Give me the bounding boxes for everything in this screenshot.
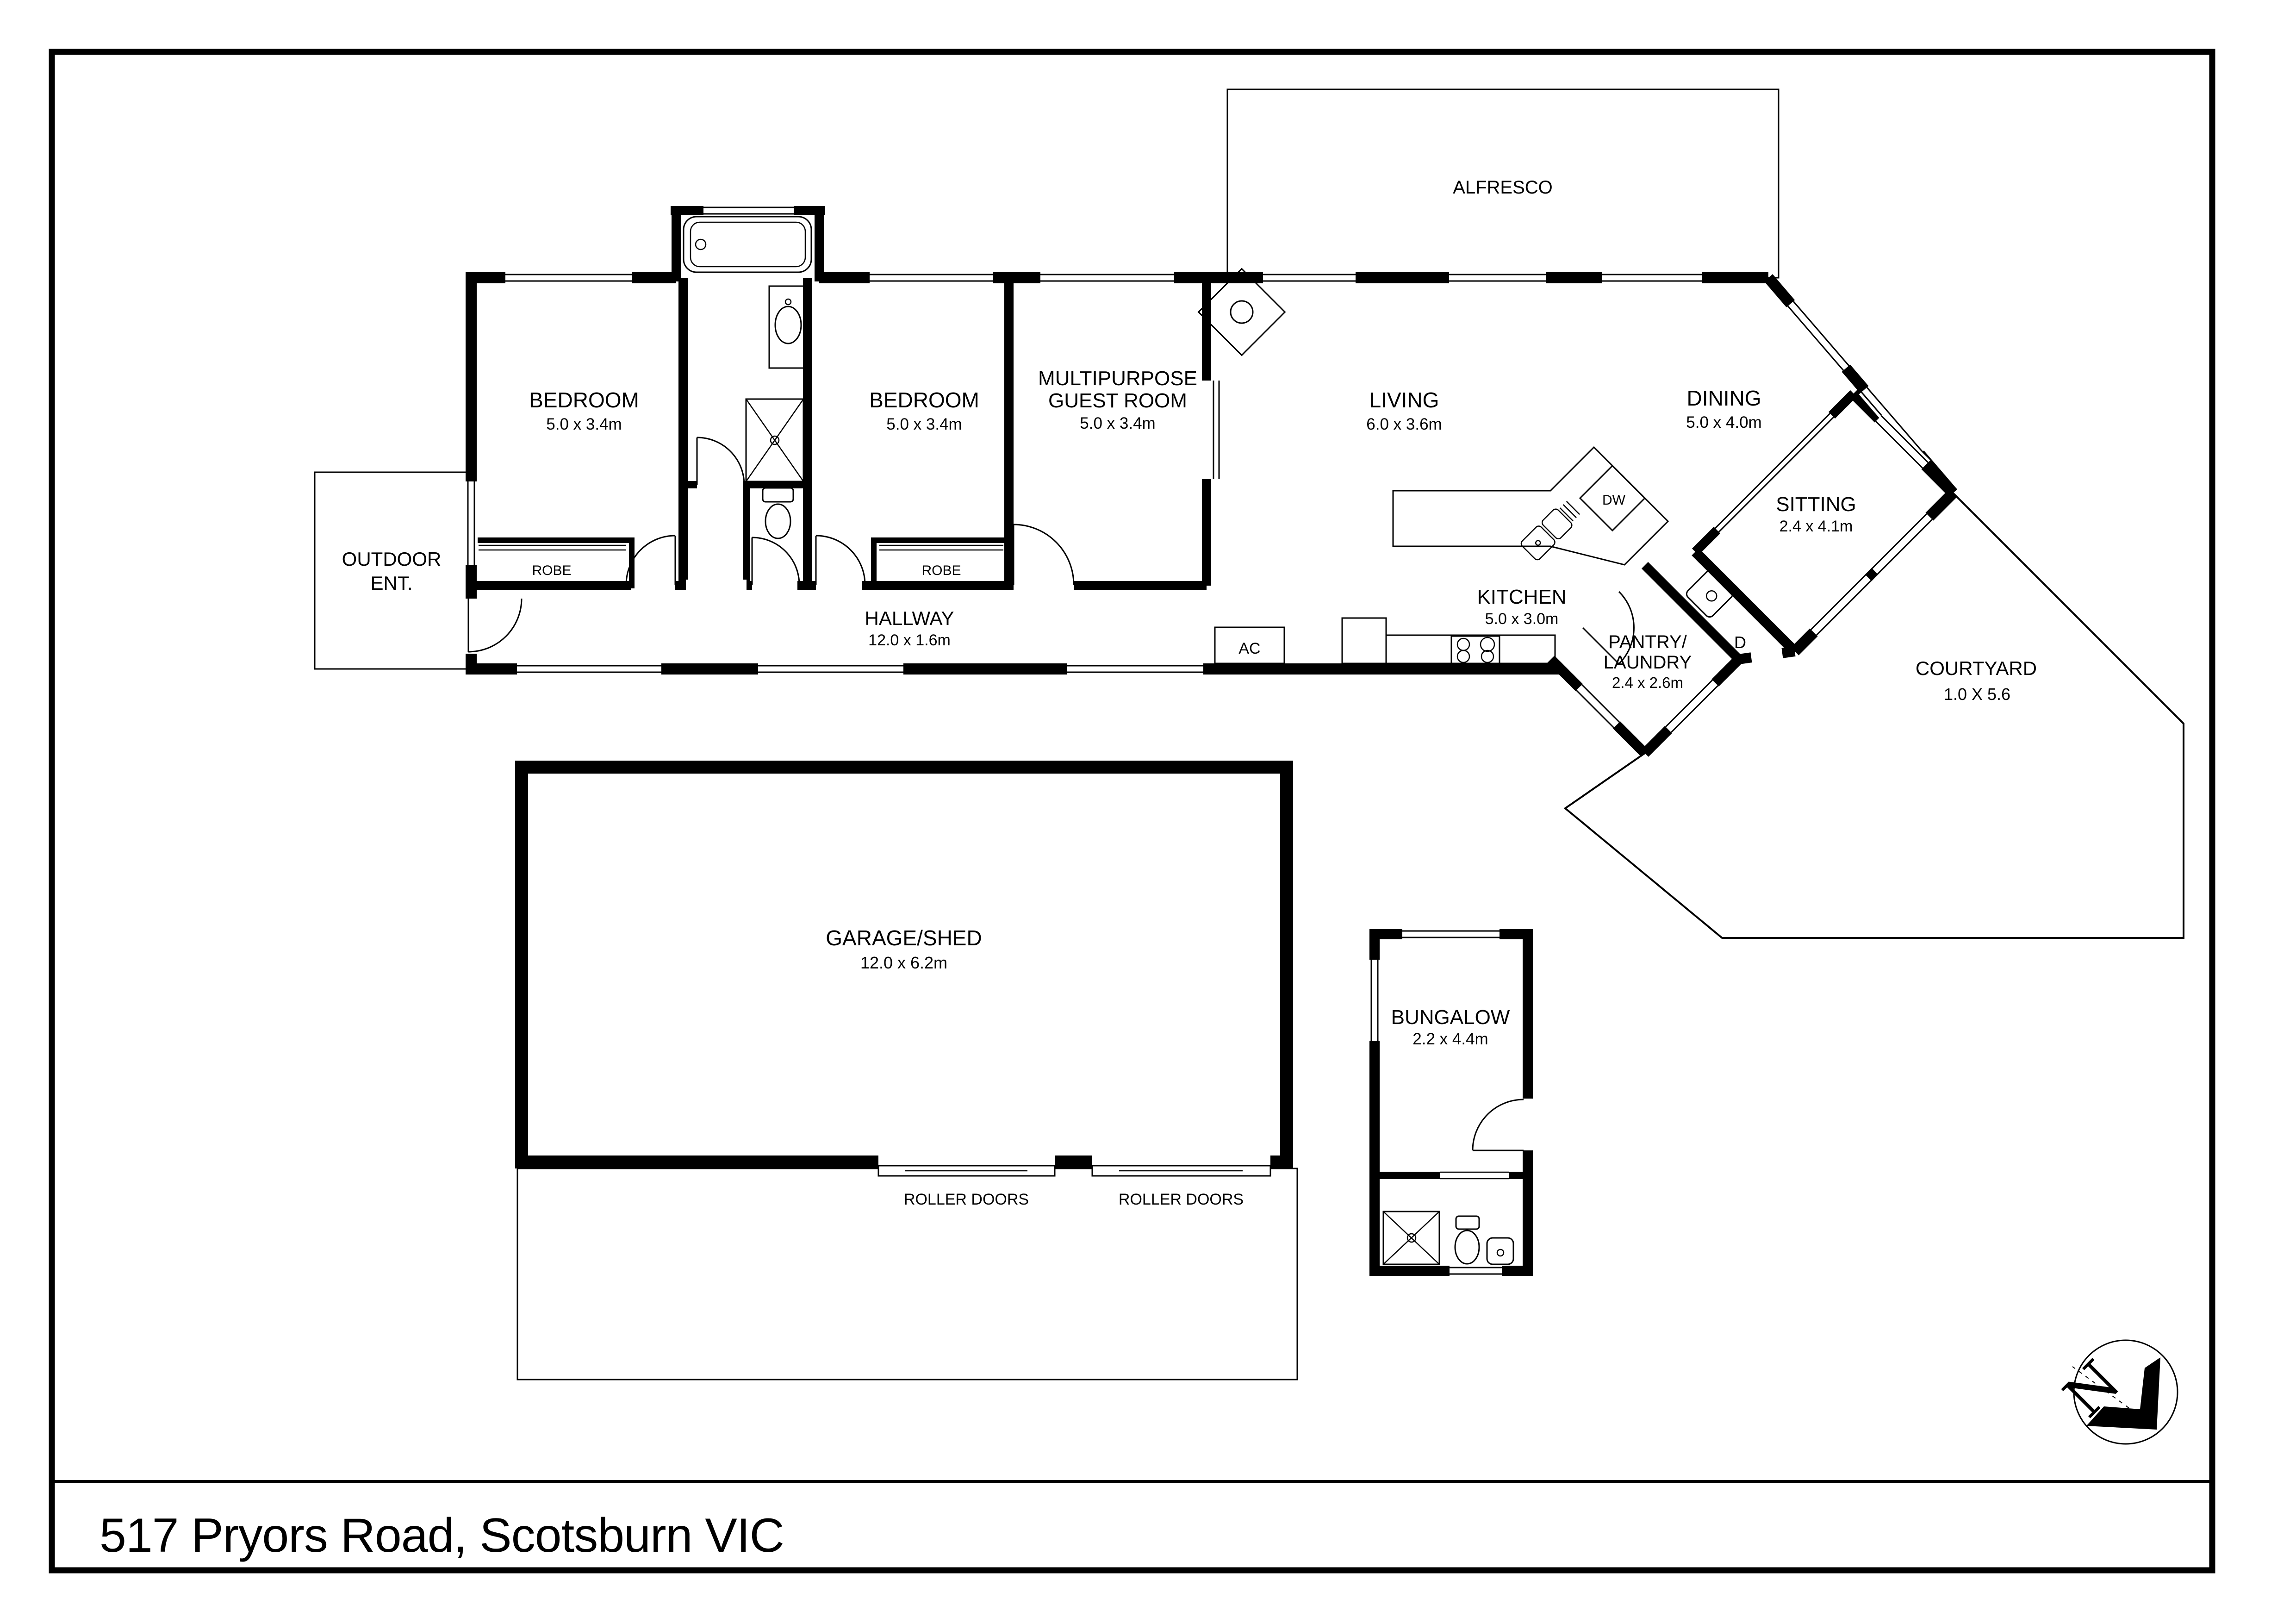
- kitchen-label: KITCHEN: [1477, 586, 1566, 608]
- kitchen-dims: 5.0 x 3.0m: [1485, 610, 1559, 628]
- dishwasher: [1579, 464, 1646, 532]
- bungalow-window-bottom: [1450, 1264, 1502, 1277]
- hallway-dims: 12.0 x 1.6m: [868, 631, 951, 649]
- bungalow-toilet: [1454, 1215, 1480, 1265]
- bungalow-shower: [1382, 1211, 1440, 1265]
- roller-doors-label-1: ROLLER DOORS: [904, 1191, 1029, 1208]
- pantry-label-line1: PANTRY/: [1608, 632, 1687, 652]
- fixtures: AC: [683, 216, 1734, 664]
- fireplace: [1197, 268, 1286, 356]
- doors: [467, 437, 1635, 665]
- outdoor-ent-outline: [314, 471, 469, 670]
- page-frame: 517 Pryors Road, Scotsburn VIC: [49, 49, 2215, 1574]
- sitting-label: SITTING: [1776, 493, 1856, 516]
- pantry-label-line2: LAUNDRY: [1604, 652, 1692, 673]
- roller-doors-label-2: ROLLER DOORS: [1119, 1191, 1244, 1208]
- dining-dims: 5.0 x 4.0m: [1686, 413, 1761, 431]
- alfresco-area: ALFRESCO: [1226, 88, 1780, 279]
- shower: [745, 398, 804, 482]
- compass-circle: [2073, 1339, 2178, 1445]
- outdoor-ent-area: OUTDOOR ENT.: [314, 471, 469, 670]
- roller-door-2: [1091, 1165, 1271, 1177]
- robe-2-label: ROBE: [921, 563, 961, 578]
- robe-2: ROBE: [871, 537, 1012, 588]
- house-interior-walls: [471, 278, 1220, 592]
- courtyard-dims: 1.0 X 5.6: [1944, 685, 2010, 704]
- vanity-basin: [768, 285, 810, 369]
- page-border: [49, 49, 2215, 1574]
- page-title: 517 Pryors Road, Scotsburn VIC: [100, 1509, 784, 1562]
- bathtub: [683, 216, 812, 273]
- fridge-space: [1341, 617, 1387, 664]
- north-compass: N: [2051, 1339, 2178, 1445]
- bedroom2-door: [815, 535, 866, 585]
- diagonal-windows: [1574, 299, 1935, 734]
- cooktop: [1450, 635, 1500, 664]
- multipurpose-dims: 5.0 x 3.4m: [1080, 414, 1155, 432]
- hallway-label: HALLWAY: [865, 607, 954, 629]
- laundry-door-label: D: [1734, 633, 1746, 652]
- bungalow: BUNGALOW 2.2 x 4.4m: [1368, 928, 1534, 1277]
- bedroom1-label: BEDROOM: [529, 388, 639, 412]
- bungalow-dims: 2.2 x 4.4m: [1412, 1030, 1488, 1048]
- multipurpose-label-line2: GUEST ROOM: [1048, 389, 1187, 412]
- bedroom2-dims: 5.0 x 3.4m: [886, 415, 962, 433]
- north-arrow-icon: [2086, 1357, 2160, 1430]
- entry-door: [467, 598, 523, 653]
- multipurpose-door: [1013, 524, 1075, 585]
- multipurpose-label-line1: MULTIPURPOSE: [1038, 367, 1197, 390]
- robe-1: ROBE: [469, 537, 635, 588]
- alfresco-label: ALFRESCO: [1453, 177, 1553, 198]
- dining-label: DINING: [1687, 386, 1761, 410]
- ac-unit: AC: [1214, 626, 1285, 664]
- sitting-dims: 2.4 x 4.1m: [1780, 518, 1853, 535]
- outdoor-ent-label-line1: OUTDOOR: [342, 548, 442, 570]
- bungalow-sink: [1486, 1237, 1514, 1265]
- laundry-trough: [1686, 570, 1734, 618]
- sitting-glazed-wall: [1692, 390, 1857, 556]
- garage-shed: GARAGE/SHED 12.0 x 6.2m ROLLER DOORS ROL…: [515, 761, 1298, 1380]
- room-labels: BEDROOM 5.0 x 3.4m BEDROOM 5.0 x 3.4m MU…: [529, 367, 1856, 691]
- kitchen-island: [1392, 446, 1669, 566]
- bungalow-window-top: [1402, 928, 1500, 941]
- courtyard-outline: [1563, 492, 2184, 939]
- windows: [465, 204, 1702, 675]
- kitchen-bench: [1341, 617, 1556, 664]
- bungalow-label: BUNGALOW: [1391, 1006, 1510, 1029]
- garage-label: GARAGE/SHED: [826, 926, 982, 950]
- courtyard-label: COURTYARD: [1916, 657, 2037, 679]
- garage-walls: [515, 761, 1293, 1168]
- robe-1-label: ROBE: [532, 563, 571, 578]
- garage-dims: 12.0 x 6.2m: [860, 953, 947, 972]
- bedroom1-door: [625, 535, 676, 585]
- island-sink: [1520, 501, 1580, 561]
- bath-door: [696, 437, 745, 485]
- living-label: LIVING: [1369, 388, 1439, 412]
- courtyard-area: COURTYARD 1.0 X 5.6: [1563, 492, 2184, 939]
- living-dims: 6.0 x 3.6m: [1366, 415, 1442, 433]
- bedroom2-label: BEDROOM: [869, 388, 979, 412]
- pantry-dims: 2.4 x 2.6m: [1612, 674, 1683, 691]
- pantry-door: [1582, 591, 1635, 665]
- dishwasher-label: DW: [1602, 493, 1626, 508]
- bungalow-door: [1472, 1099, 1534, 1151]
- bungalow-divider-opening: [1440, 1169, 1509, 1182]
- ac-label: AC: [1238, 640, 1260, 657]
- bedroom1-dims: 5.0 x 3.4m: [546, 415, 622, 433]
- roller-door-1: [877, 1165, 1056, 1177]
- toilet: [762, 487, 794, 539]
- outdoor-ent-label-line2: ENT.: [370, 572, 412, 594]
- wc-door: [751, 537, 800, 585]
- bungalow-window-left: [1368, 960, 1381, 1041]
- bath-nook-walls: [671, 206, 825, 281]
